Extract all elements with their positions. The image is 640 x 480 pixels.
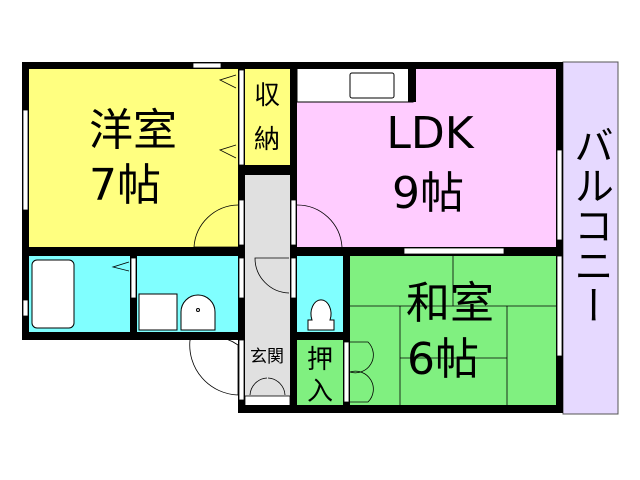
toilet-icon (307, 299, 335, 331)
japanese-room-name: 和室 (406, 278, 494, 329)
door-swings (111, 74, 374, 403)
entrance-label: 玄関 (250, 347, 284, 367)
ldk-name: LDK (386, 108, 474, 159)
balcony-label: バルコニー (567, 125, 613, 325)
sink-icon (349, 72, 395, 99)
tatami-lines (350, 256, 557, 406)
japanese-room-size: 6帖 (407, 334, 479, 385)
closet-room (297, 340, 344, 405)
storage-label-2: 納 (254, 125, 280, 155)
balcony (562, 61, 619, 415)
wall-segment (408, 68, 416, 102)
hallway (245, 175, 290, 400)
washer-icon (138, 293, 178, 331)
western-room (28, 68, 238, 248)
storage-label-1: 収 (254, 81, 280, 111)
western-room-name: 洋室 (89, 105, 177, 156)
windows (22, 62, 563, 403)
entrance-step (244, 395, 291, 407)
closet-label-1: 押 (307, 345, 333, 375)
western-room-size: 7帖 (89, 160, 161, 211)
storage-room (245, 68, 290, 165)
japanese-room (350, 256, 557, 406)
bathtub-icon (31, 259, 75, 329)
washbasin-icon (180, 294, 216, 331)
closet-label-2: 入 (307, 377, 333, 407)
ldk-size: 9帖 (392, 168, 464, 219)
